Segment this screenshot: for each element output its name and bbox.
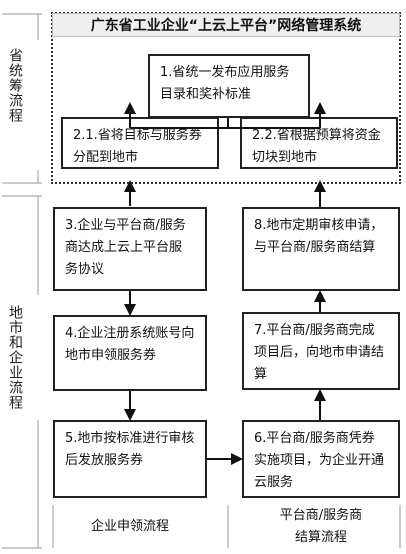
step-4-box: 4.企业注册系统账号向 地市申领服务券 <box>53 315 207 391</box>
lane-province-label: 省统筹流程 <box>7 48 23 123</box>
step-4-line2: 地市申领服务券 <box>65 348 157 363</box>
step-6-line1: 6.平台商/服务商凭券 <box>254 431 375 446</box>
step-5-line2: 后发放服务券 <box>65 453 144 468</box>
step-6-line3: 云服务 <box>254 475 294 490</box>
step-8-line2: 与平台商/服务商结算 <box>254 240 376 255</box>
step-2-2-line1: 2.2.省根据预算将资金 <box>252 128 381 143</box>
step-8-box: 8.地市定期审核申请， 与平台商/服务商结算 <box>242 207 400 291</box>
step-4-line1: 4.企业注册系统账号向 <box>65 326 195 341</box>
footer-enterprise-label: 企业申领流程 <box>90 519 169 534</box>
step-7-line1: 7.平台商/服务商完成 <box>254 323 375 338</box>
system-title: 广东省工业企业“上云上平台”网络管理系统 <box>52 13 400 37</box>
step-7-line3: 算 <box>254 367 268 382</box>
step-1-box: 1.省统一发布应用服务 目录和奖补标准 <box>148 54 310 118</box>
step-6-line2: 实施项目，为企业开通 <box>254 453 385 468</box>
lane-city-enterprise-label: 地市和企业流程 <box>7 305 23 410</box>
step-7-line2: 项目后，向地市申请结 <box>254 345 385 360</box>
step-2-1-box: 2.1.省将目标与服务券 分配到地市 <box>61 117 219 169</box>
step-3-line3: 务协议 <box>65 262 105 277</box>
footer-settlement-label: 平台商/服务商 结算流程 <box>279 508 363 545</box>
flow-arrows <box>124 180 326 465</box>
step-5-line1: 5.地市按标准进行审核 <box>65 431 195 446</box>
step-2-1-line1: 2.1.省将目标与服务券 <box>73 128 202 143</box>
split-arrows <box>124 102 326 129</box>
step-8-line1: 8.地市定期审核申请， <box>254 218 384 233</box>
step-7-box: 7.平台商/服务商完成 项目后，向地市申请结 算 <box>242 312 400 390</box>
step-1-line2: 目录和奖补标准 <box>160 87 252 102</box>
step-3-line1: 3.企业与平台商/服务 <box>65 218 186 233</box>
step-6-box: 6.平台商/服务商凭券 实施项目，为企业开通 云服务 <box>242 420 400 498</box>
lane-separators <box>2 13 42 549</box>
step-5-box: 5.地市按标准进行审核 后发放服务券 <box>53 420 207 498</box>
step-3-box: 3.企业与平台商/服务 商达成上云上平台服 务协议 <box>53 207 207 291</box>
step-2-2-line2: 切块到地市 <box>252 150 318 165</box>
step-2-1-line2: 分配到地市 <box>73 150 139 165</box>
footer-separators <box>52 505 401 548</box>
step-3-line2: 商达成上云上平台服 <box>65 240 183 255</box>
step-1-line1: 1.省统一发布应用服务 <box>160 65 290 80</box>
